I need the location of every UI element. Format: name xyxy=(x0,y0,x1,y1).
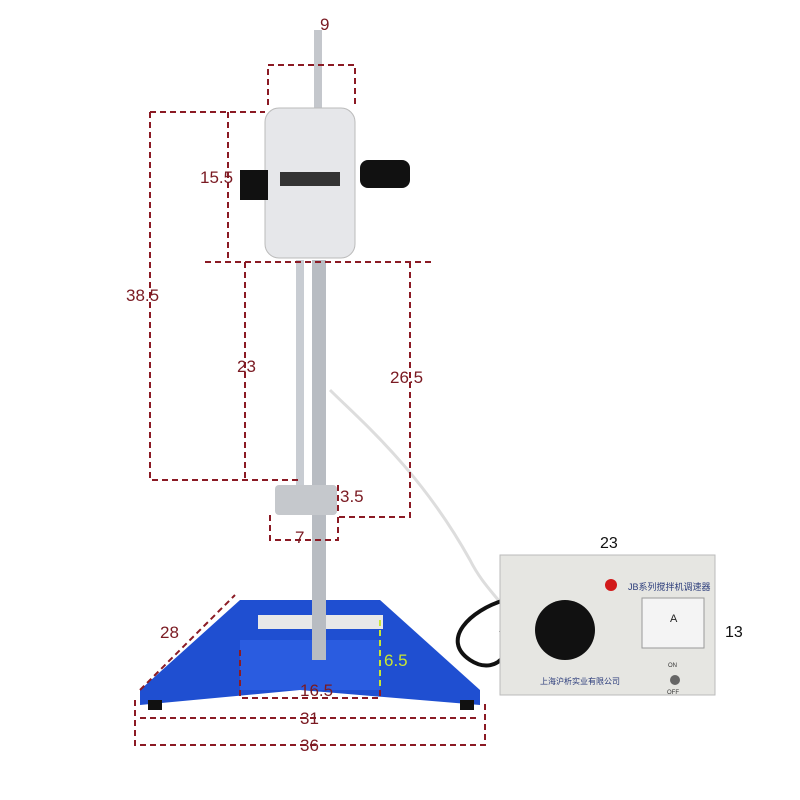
dim-base-width-total: 36 xyxy=(300,736,319,755)
top-shaft xyxy=(314,30,322,110)
stand-base xyxy=(140,600,480,710)
dim-shaft-upper: 23 xyxy=(237,357,256,376)
switch-on-label: ON xyxy=(668,663,677,669)
dim-total-height: 38.5 xyxy=(126,286,159,305)
dispersing-head xyxy=(275,485,337,515)
meter-unit: A xyxy=(670,613,678,625)
dim-base-height: 6.5 xyxy=(384,651,408,670)
speed-controller xyxy=(499,554,716,696)
dim-base-width-inner: 31 xyxy=(300,709,319,728)
motor-head xyxy=(240,107,410,259)
power-switch xyxy=(670,675,680,685)
ammeter xyxy=(641,597,705,649)
dim-controller-height: 13 xyxy=(725,624,743,641)
dimension-lines xyxy=(134,64,486,746)
dim-base-center-width: 16.5 xyxy=(300,681,333,700)
power-indicator-light xyxy=(605,579,617,591)
dim-controller-width: 23 xyxy=(600,535,618,552)
switch-off-label: OFF xyxy=(667,690,679,696)
dim-head-width: 9 xyxy=(320,15,329,34)
stand-pole xyxy=(312,260,326,660)
dim-impeller-height: 3.5 xyxy=(340,487,364,506)
dim-shaft-length: 26.5 xyxy=(390,368,423,387)
controller-company: 上海沪析实业有限公司 xyxy=(540,676,620,686)
dim-base-depth: 28 xyxy=(160,623,179,642)
dim-head-height: 15.5 xyxy=(200,168,233,187)
dim-impeller-width: 7 xyxy=(295,528,304,547)
speed-knob xyxy=(535,600,595,660)
controller-title: JB系列搅拌机调速器 xyxy=(628,581,711,592)
